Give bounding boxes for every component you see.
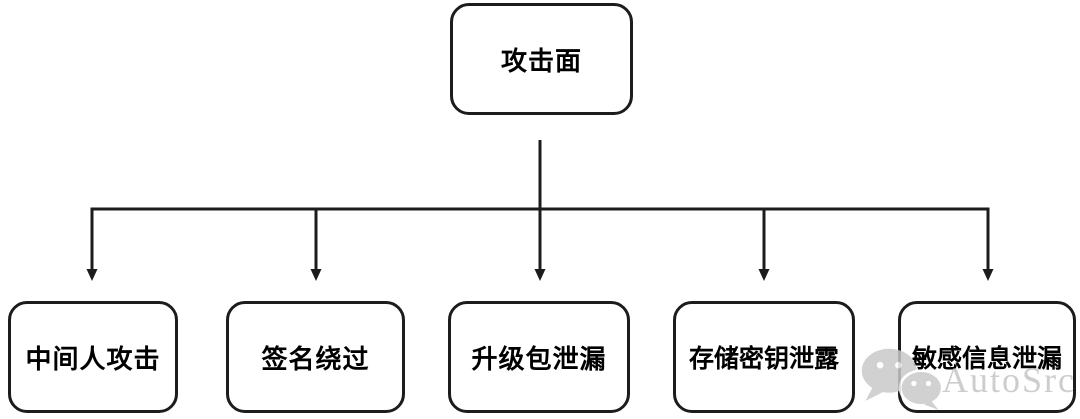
arrowhead-2: [310, 269, 322, 281]
node-label: 存储密钥泄露: [688, 345, 839, 373]
arrowhead-3: [534, 269, 546, 281]
node-label: 敏感信息泄漏: [911, 345, 1062, 373]
node-sensitive-info-leak: 敏感信息泄漏: [898, 301, 1076, 413]
arrowhead-1: [86, 269, 98, 281]
node-label: 升级包泄漏: [471, 343, 607, 374]
node-stored-key-leak: 存储密钥泄露: [673, 301, 855, 413]
node-label: 签名绕过: [261, 343, 370, 374]
node-signature-bypass: 签名绕过: [226, 301, 405, 413]
node-upgrade-package-leak: 升级包泄漏: [448, 301, 630, 413]
node-attack-surface: 攻击面: [450, 3, 633, 115]
node-mitm-attack: 中间人攻击: [8, 301, 178, 413]
arrowhead-4: [758, 269, 770, 281]
node-label: 攻击面: [500, 45, 582, 76]
arrowhead-5: [982, 269, 994, 281]
node-label: 中间人攻击: [25, 343, 161, 374]
